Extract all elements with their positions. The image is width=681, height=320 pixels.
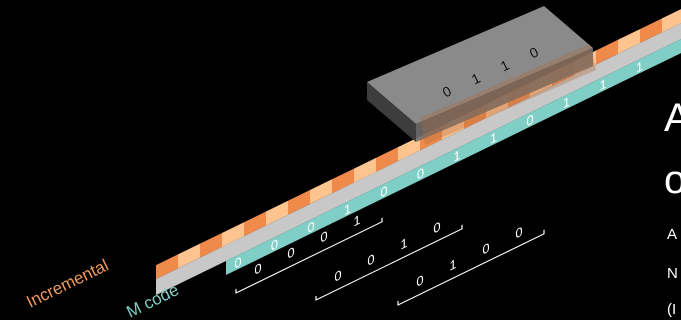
window-bit: 0 [433, 219, 441, 237]
incremental-square [178, 243, 200, 269]
window-bit: 0 [254, 260, 262, 278]
scale-bit: 0 [417, 165, 425, 183]
code-window: 0 0 1 0 [315, 219, 463, 301]
incremental-square [376, 147, 398, 172]
scale-bit: 0 [526, 111, 534, 129]
incremental-square [354, 157, 376, 183]
mcode-track [226, 29, 681, 275]
scale-bit: 1 [636, 58, 643, 76]
window-bit: 0 [416, 272, 424, 290]
window-bit: 0 [287, 244, 295, 262]
window-bit: 0 [482, 240, 490, 258]
heading-fragment-a: A [664, 96, 681, 140]
incremental-label-group: Incremental [23, 256, 111, 312]
incremental-square [662, 7, 681, 33]
incremental-square [244, 211, 266, 237]
incremental-square [596, 39, 618, 65]
window-bit: 0 [515, 224, 523, 242]
window-bit: 0 [367, 251, 375, 269]
body-line-1: A [667, 226, 678, 243]
reader-side-face [367, 82, 416, 142]
scale-bit: 1 [344, 201, 351, 219]
scale-bit: 1 [599, 76, 606, 94]
mcode-label-group: M code [123, 280, 181, 320]
mcode-label: M code [123, 280, 181, 320]
incremental-square [200, 232, 222, 258]
incremental-square [618, 29, 640, 54]
bracket-icon [397, 229, 545, 306]
window-bit: 1 [449, 256, 456, 274]
scale-bit: 0 [234, 254, 242, 272]
gray-scale-track [156, 13, 681, 296]
incremental-square [310, 179, 332, 205]
incremental-square [398, 136, 420, 162]
reader-top-face [367, 6, 593, 124]
incremental-square [222, 222, 244, 247]
window-bit: 0 [320, 228, 328, 246]
scale-bit: 1 [490, 129, 497, 147]
window-bit: 1 [400, 235, 407, 253]
reader-shadow [420, 44, 596, 145]
bracket-icon [315, 224, 463, 301]
reader-front-face [416, 48, 593, 142]
body-line-2: N [667, 265, 678, 282]
body-line-3: (I [667, 301, 677, 318]
scale-bit: 0 [271, 236, 279, 254]
scale-bit: 0 [380, 183, 388, 201]
heading-fragment-o: o [664, 158, 681, 202]
scale-bit: 1 [453, 147, 460, 165]
incremental-label: Incremental [23, 256, 111, 312]
incremental-square [156, 254, 178, 280]
window-bit: 1 [353, 212, 360, 230]
code-window: 0 1 0 0 [397, 224, 545, 306]
incremental-square [288, 190, 310, 215]
incremental-square [266, 200, 288, 226]
scale-bit: 1 [563, 94, 570, 112]
incremental-square [640, 18, 662, 44]
bracket-icon [235, 217, 383, 294]
scale-bit: 0 [307, 218, 315, 236]
incremental-square [332, 168, 354, 194]
window-bit: 0 [334, 267, 342, 285]
